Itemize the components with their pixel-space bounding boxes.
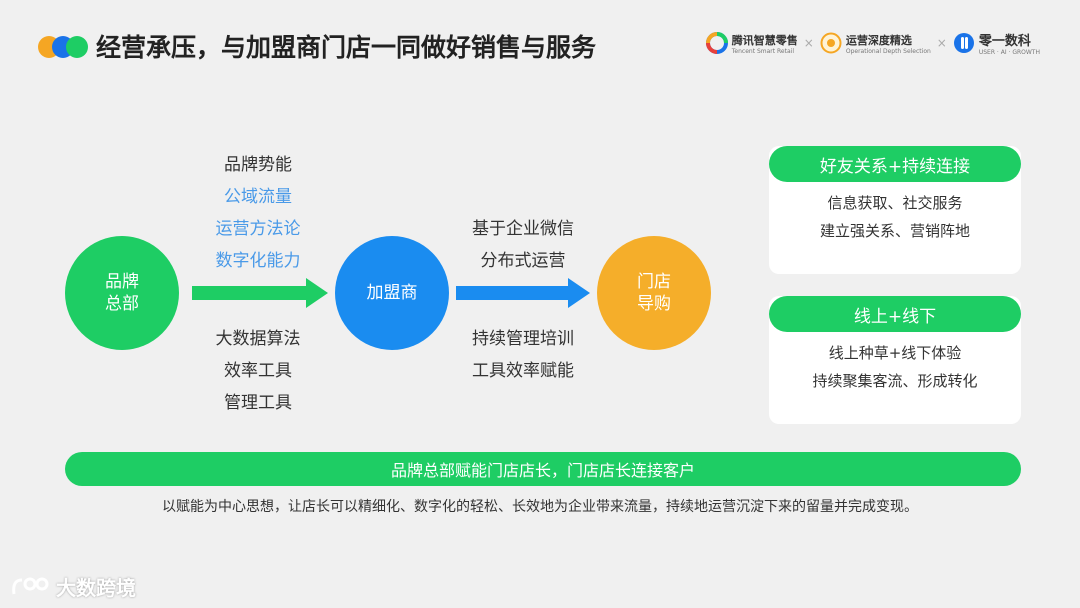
hq-tool-bigdata: 大数据算法 <box>215 329 301 349</box>
hq-node: 品牌 总部 <box>65 236 179 350</box>
card-line: 建立强关系、营销阵地 <box>819 222 970 240</box>
tencent-logo: 腾讯智慧零售 Tencent Smart Retail <box>705 32 798 55</box>
separator: × <box>936 36 947 50</box>
page-title: 经营承压，与加盟商门店一同做好销售与服务 <box>96 33 597 62</box>
summary-text: 以赋能为中心思想，让店长可以精细化、数字化的轻松、长效地为企业带来流量，持续地运… <box>162 499 918 515</box>
logo-name: 腾讯智慧零售 <box>731 33 798 47</box>
tencent-smart-retail-icon <box>705 32 728 54</box>
conclusion-banner: 品牌总部赋能门店店长，门店店长连接客户 <box>65 452 1021 486</box>
operation-selection-icon <box>820 32 842 54</box>
hq-to-franchisee-arrow <box>192 278 328 308</box>
separator: × <box>803 36 814 50</box>
logo-sub: Tencent Smart Retail <box>731 47 794 55</box>
card-line: 信息获取、社交服务 <box>827 194 963 212</box>
watermark: 大数跨境 <box>10 572 136 601</box>
card-line: 持续聚集客流、形成转化 <box>812 372 978 390</box>
hq-capability-digital: 数字化能力 <box>215 251 301 271</box>
card-line: 线上种草+线下体验 <box>828 344 962 362</box>
franchisee-wecom: 基于企业微信 <box>472 219 574 239</box>
watermark-logo-icon <box>12 577 49 594</box>
hq-tool-efficiency: 效率工具 <box>224 361 292 381</box>
hq-line1: 品牌 <box>105 272 139 292</box>
franchisee-to-store-arrow <box>456 278 590 308</box>
omnichannel-card-header: 线上+线下 <box>769 296 1021 332</box>
brand-dots <box>38 36 88 58</box>
store-line2: 导购 <box>637 294 671 314</box>
franchisee-empower: 工具效率赋能 <box>472 361 574 381</box>
logo-name: 运营深度精选 <box>845 33 912 47</box>
store-node: 门店 导购 <box>597 236 711 350</box>
partner-logos: 腾讯智慧零售 Tencent Smart Retail × 运营深度精选 Ope… <box>705 30 1040 56</box>
logo-sub: Operational Depth Selection <box>845 47 931 55</box>
logo-name: 零一数科 <box>978 34 1031 49</box>
operation-logo: 运营深度精选 Operational Depth Selection <box>820 32 931 55</box>
franchisee-training: 持续管理培训 <box>472 329 574 349</box>
hq-tool-management: 管理工具 <box>224 393 292 413</box>
franchisee-label: 加盟商 <box>366 283 418 303</box>
relationship-card: 好友关系+持续连接 信息获取、社交服务 建立强关系、营销阵地 <box>769 146 1021 274</box>
logo-sub: USER · AI · GROWTH <box>978 49 1040 56</box>
hq-capability-traffic: 公域流量 <box>224 187 292 207</box>
relationship-card-header: 好友关系+持续连接 <box>769 146 1021 182</box>
franchisee-node: 加盟商 <box>335 236 449 350</box>
zero-one-logo: 零一数科 USER · AI · GROWTH <box>953 30 1040 56</box>
franchisee-distributed: 分布式运营 <box>480 251 566 271</box>
zero-one-icon <box>953 33 974 53</box>
store-line1: 门店 <box>637 272 671 292</box>
green-dot <box>66 36 88 58</box>
omnichannel-card: 线上+线下 线上种草+线下体验 持续聚集客流、形成转化 <box>769 296 1021 424</box>
watermark-text: 大数跨境 <box>56 576 136 600</box>
hq-capability-brand: 品牌势能 <box>224 155 292 175</box>
hq-capability-method: 运营方法论 <box>215 219 301 239</box>
hq-line2: 总部 <box>105 294 139 314</box>
